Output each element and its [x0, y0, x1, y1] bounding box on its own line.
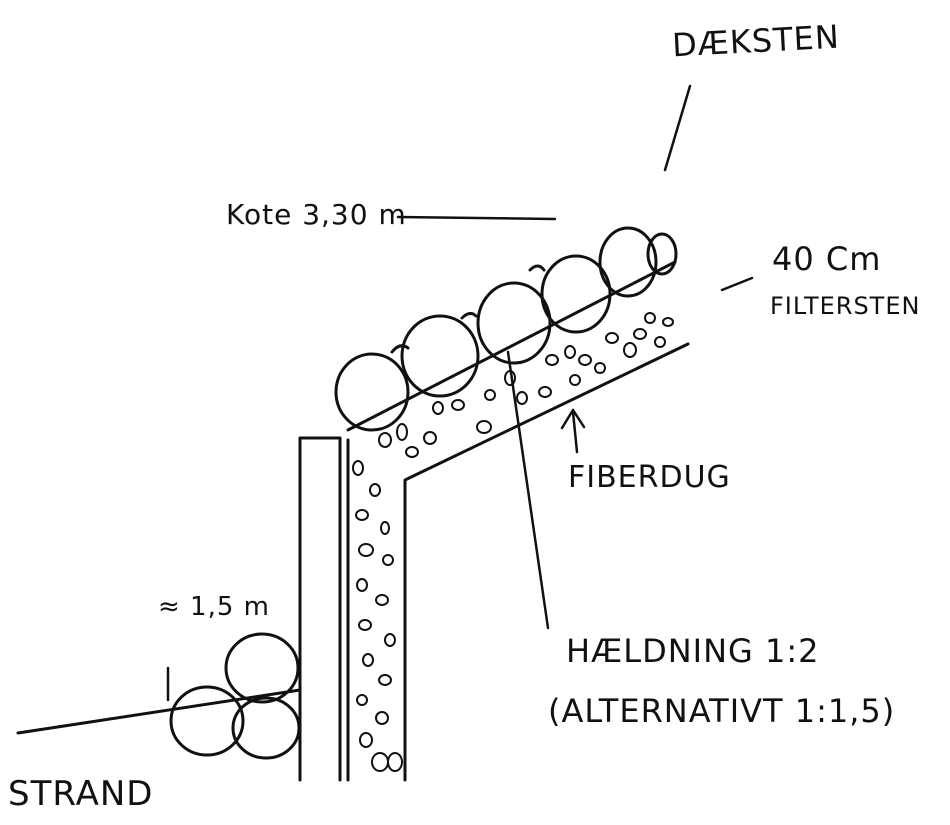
beach-line	[16, 688, 302, 735]
crest-level-leader	[396, 215, 557, 221]
beach-label: STRAND	[8, 774, 154, 814]
filter-thickness-label: 40 Cm	[772, 240, 882, 278]
filter-layer-outline	[346, 260, 690, 782]
filter-thickness-leader	[720, 276, 754, 292]
vertical-wall	[298, 436, 342, 782]
armour-stones	[334, 226, 678, 432]
slope-leader	[506, 350, 550, 630]
geotextile-arrow	[560, 408, 586, 454]
crest-level-label: Kote 3,30 m	[226, 198, 407, 231]
toe-width-label: ≈ 1,5 m	[158, 592, 270, 622]
geotextile-label: FIBERDUG	[568, 460, 731, 495]
slope-label: HÆLDNING 1:2	[566, 632, 820, 670]
slope-alternative-label: (ALTERNATIVT 1:1,5)	[548, 692, 896, 730]
toe-stones	[169, 632, 301, 760]
filter-stone-label: FILTERSTEN	[770, 292, 921, 320]
filter-stones	[352, 312, 674, 772]
cap-stone-leader	[663, 84, 692, 172]
